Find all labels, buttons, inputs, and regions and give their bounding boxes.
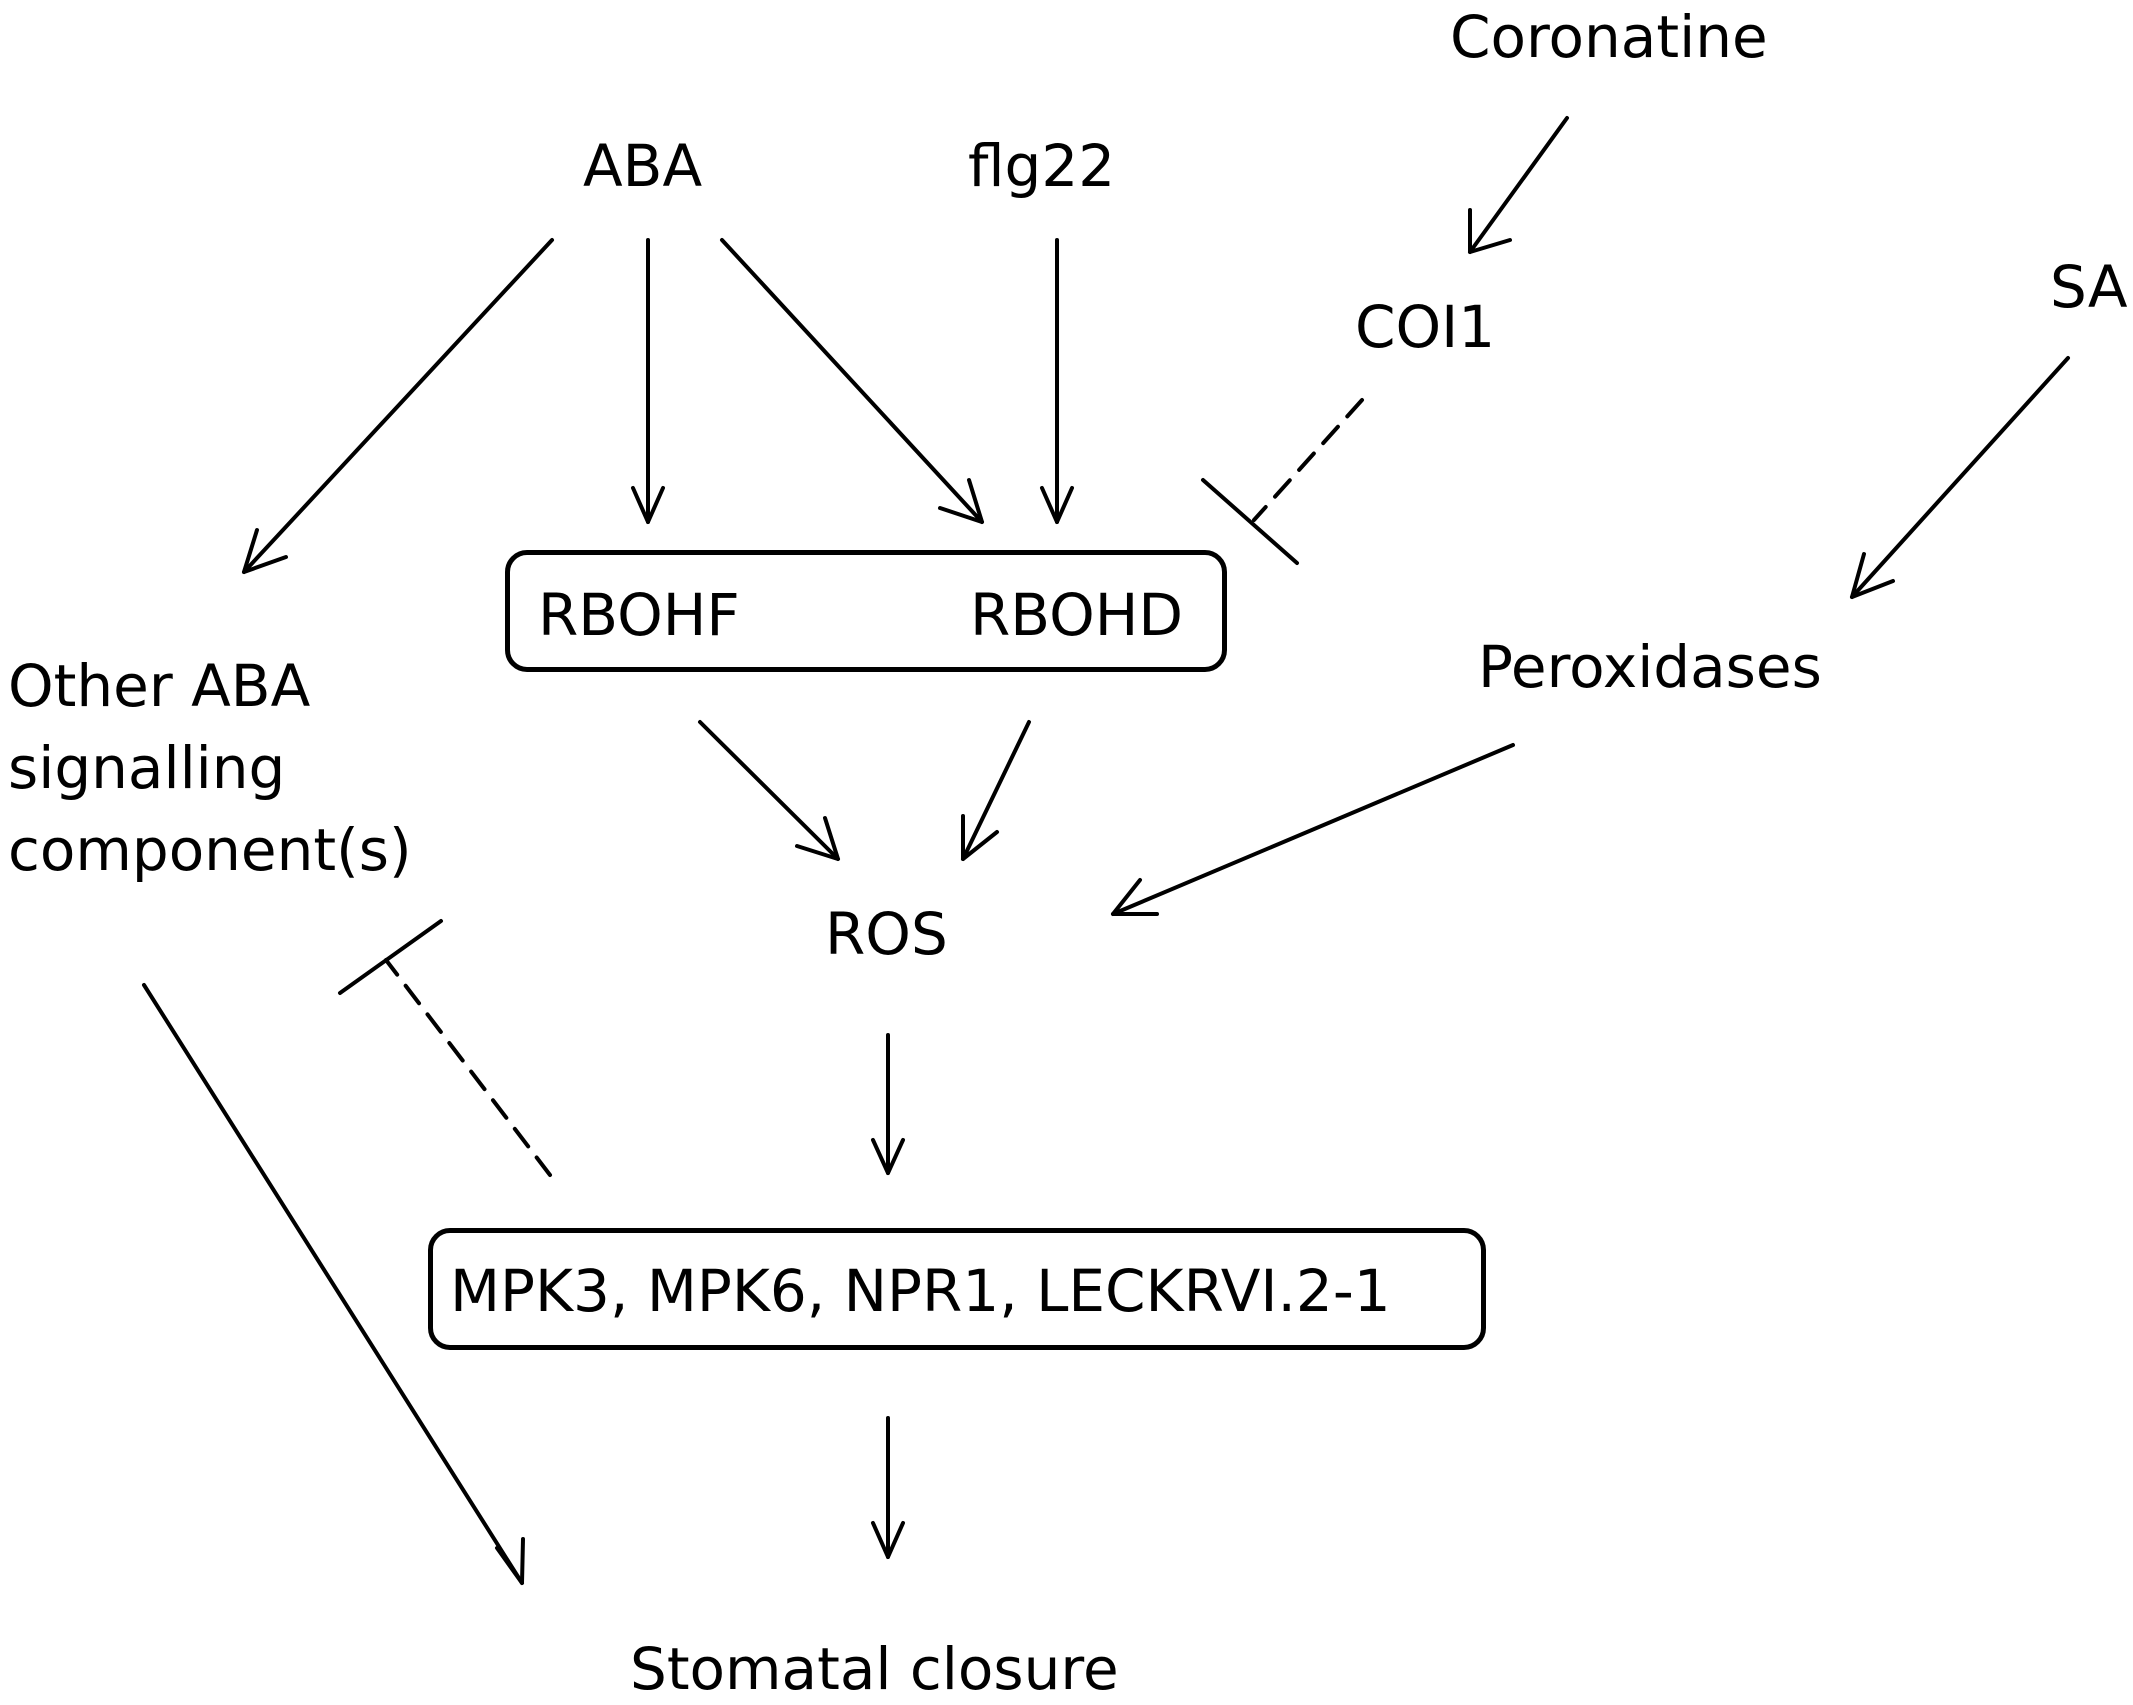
node-sa: SA: [2050, 253, 2128, 321]
node-kinases: MPK3, MPK6, NPR1, LECKRVI.2-1: [450, 1257, 1391, 1325]
edge-peroxidases-ros: [1111, 743, 1515, 916]
edge-rbohd-ros: [961, 720, 1031, 861]
edge-flg22-rbohd: [1040, 238, 1074, 524]
node-ros: ROS: [825, 900, 948, 968]
node-coronatine: Coronatine: [1450, 3, 1768, 71]
kinase-box: [428, 1228, 1486, 1350]
other-aba-line-1: Other ABA: [8, 652, 311, 720]
edge-rbohf-ros: [698, 720, 840, 861]
edge-aba-rbohd: [720, 238, 984, 524]
edge-aba-rbohf: [631, 238, 665, 524]
other-aba-line-3: component(s): [8, 816, 412, 884]
node-coi1: COI1: [1355, 293, 1496, 361]
node-other-aba-signalling: Other ABA signalling component(s): [8, 645, 412, 891]
rboh-box: [505, 550, 1227, 672]
node-peroxidases: Peroxidases: [1478, 633, 1822, 701]
node-rbohf: RBOHF: [538, 581, 740, 649]
node-rbohd: RBOHD: [970, 581, 1183, 649]
node-stomatal-closure: Stomatal closure: [630, 1635, 1119, 1703]
node-flg22: flg22: [968, 132, 1116, 200]
edge-other-aba-closure: [142, 983, 525, 1585]
edge-aba-other-aba: [242, 238, 554, 574]
edge-kinases-inhibit-other-aba: [338, 919, 552, 1177]
edge-sa-peroxidases: [1850, 356, 2070, 599]
edge-ros-kinases: [871, 1033, 905, 1175]
other-aba-line-2: signalling: [8, 734, 286, 802]
node-aba: ABA: [583, 132, 703, 200]
edge-coronatine-coi1: [1468, 116, 1569, 254]
edge-kinases-closure: [871, 1416, 905, 1559]
edge-coi1-inhibits-rboh: [1201, 398, 1364, 565]
